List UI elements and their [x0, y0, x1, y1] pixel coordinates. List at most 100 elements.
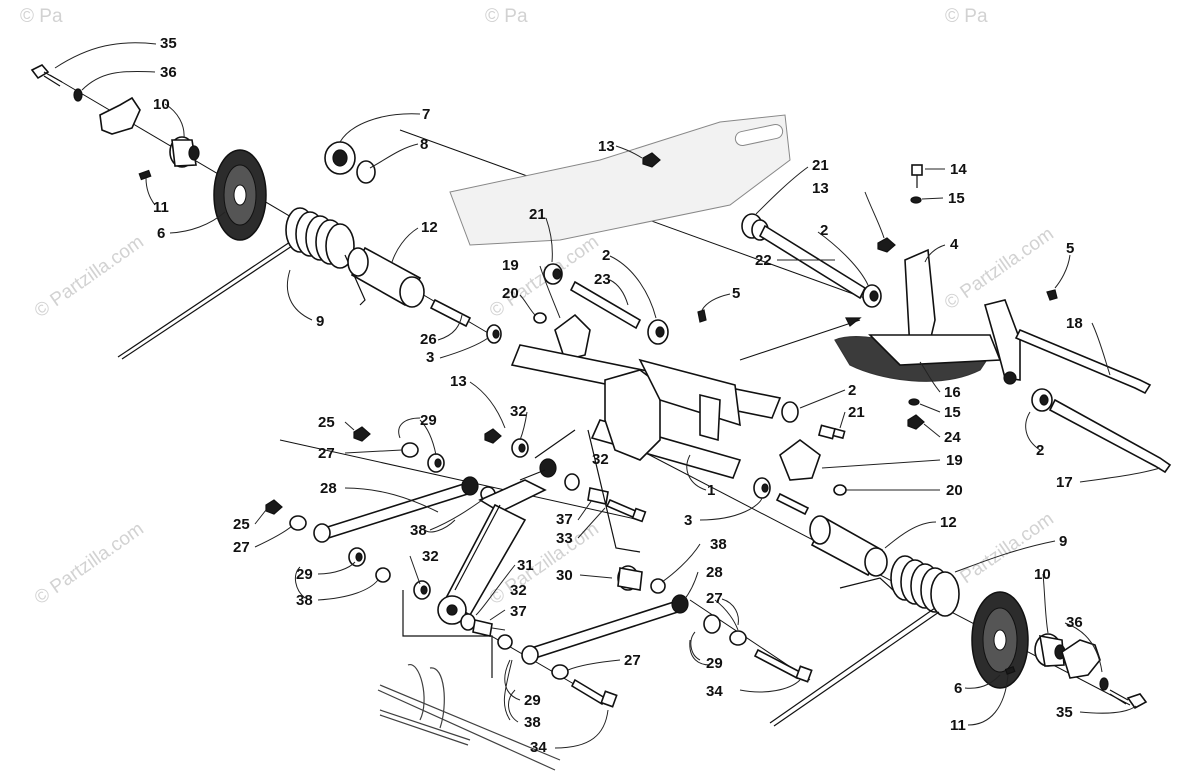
- washer-38-lower-left: [497, 634, 513, 650]
- nut-13-right: [877, 237, 896, 253]
- bushing-3-left: [486, 324, 502, 344]
- spacer-29-lower: [348, 547, 366, 567]
- callout-19-upper: 19: [502, 257, 519, 274]
- spacer-29-lower-right: [703, 614, 721, 634]
- callout-15-upper: 15: [948, 190, 965, 207]
- callout-21-right: 21: [812, 157, 829, 174]
- callout-11-right: 11: [950, 717, 966, 734]
- callout-38-lower: 38: [296, 592, 313, 609]
- snap-ring-8: [356, 160, 376, 184]
- leader-bracket-center: [534, 429, 641, 553]
- callout-16: 16: [944, 384, 961, 401]
- callout-bubbles: [294, 417, 739, 723]
- callout-2-right-upper: 2: [820, 222, 828, 239]
- bracket-plate: [99, 96, 141, 135]
- washer-27-lower: [289, 515, 307, 531]
- screw-11: [138, 169, 152, 181]
- watermark-left-lower: © Partzilla.com: [31, 518, 148, 609]
- watermark-layer: © Pa © Pa © Pa © Partzilla.com © Partzil…: [20, 6, 1058, 609]
- callout-10-right: 10: [1034, 566, 1051, 583]
- callout-6-top: 6: [157, 225, 165, 242]
- callout-23: 23: [594, 271, 611, 288]
- arm-frame-1: [604, 369, 661, 461]
- callout-25-upper: 25: [318, 414, 335, 431]
- watermark-corner-top-center: © Pa: [485, 6, 528, 27]
- callout-15-lower: 15: [944, 404, 961, 421]
- bracket-19-lower: [779, 439, 821, 481]
- spacer-10-right: [1034, 633, 1066, 667]
- callout-25-lower: 25: [233, 516, 250, 533]
- callout-37-upper: 37: [556, 511, 573, 528]
- callout-35-right: 35: [1056, 704, 1073, 721]
- callout-24: 24: [944, 429, 961, 446]
- callout-6-right: 6: [954, 680, 962, 697]
- callout-18: 18: [1066, 315, 1083, 332]
- callout-19-lower: 19: [946, 452, 963, 469]
- bolt-34-left: [570, 678, 618, 708]
- washer-36: [73, 88, 83, 102]
- bolt-17: [1048, 398, 1172, 474]
- callout-38-center: 38: [710, 536, 727, 553]
- callout-27-upper: 27: [318, 445, 335, 462]
- callout-37-lower: 37: [510, 603, 527, 620]
- bushing-3-right: [753, 477, 771, 499]
- callout-29-lower: 29: [296, 566, 313, 583]
- callout-36-right: 36: [1066, 614, 1083, 631]
- leader-lines: [54, 42, 1161, 749]
- screw-11-right: [1004, 665, 1016, 675]
- callout-10-top: 10: [153, 96, 170, 113]
- washer-36-right: [1099, 677, 1109, 691]
- watermark-right-upper: © Partzilla.com: [941, 223, 1058, 314]
- washer-27-right: [729, 630, 747, 646]
- callout-21-left: 21: [529, 206, 546, 223]
- lower-left-linkage: [265, 426, 813, 771]
- spacer-30: [617, 565, 643, 591]
- slide-bracket-4-16: [834, 248, 1021, 385]
- wheel-6: [213, 149, 267, 241]
- arrow-head-icon: [845, 317, 862, 327]
- callout-29-upper: 29: [420, 412, 437, 429]
- shock-absorber-31: [437, 458, 557, 625]
- grease-fitting-5-center: [697, 309, 707, 323]
- callout-12-right: 12: [940, 514, 957, 531]
- bolt-18: [1014, 328, 1152, 395]
- callout-7: 7: [422, 106, 430, 123]
- frame-sketch: [377, 664, 561, 771]
- washer-27-upper: [401, 442, 419, 458]
- callout-38-upper: 38: [410, 522, 427, 539]
- callout-13-top: 13: [598, 138, 615, 155]
- callout-22: 22: [755, 252, 772, 269]
- spacer-32-lower: [413, 580, 431, 600]
- washer-27-bottom: [551, 664, 569, 680]
- shaft-22: [758, 224, 867, 300]
- watermark-left-upper: © Partzilla.com: [31, 231, 148, 322]
- bearing-7: [324, 141, 356, 175]
- sleeve-12-right: [809, 515, 888, 577]
- spacer-32-mid: [564, 473, 580, 491]
- callout-32-shock: 32: [510, 582, 527, 599]
- nut-24: [907, 414, 925, 430]
- callout-9-left: 9: [316, 313, 324, 330]
- link-rod-28-upper: [313, 476, 479, 543]
- callout-20-upper: 20: [502, 285, 519, 302]
- callout-1: 1: [707, 482, 715, 499]
- nut-25-lower: [265, 499, 283, 515]
- callout-8: 8: [420, 136, 428, 153]
- spacer-37-lower: [472, 619, 493, 637]
- callout-9-right: 9: [1059, 533, 1067, 550]
- callout-29-bottom: 29: [524, 692, 541, 709]
- rail-segment: [449, 114, 791, 246]
- bolt-35: [30, 64, 63, 87]
- callout-33: 33: [556, 530, 573, 547]
- callout-35-top: 35: [160, 35, 177, 52]
- washer-38-lower: [375, 567, 391, 583]
- torsion-spring-right: [769, 555, 960, 727]
- lower-right-parts: [769, 515, 1148, 727]
- callout-34-left: 34: [530, 739, 547, 756]
- bracket-plate-right: [1061, 639, 1101, 679]
- callout-32-mid: 32: [592, 451, 609, 468]
- callout-5-right: 5: [1066, 240, 1074, 257]
- callout-20-lower: 20: [946, 482, 963, 499]
- upper-right-parts: [449, 114, 1172, 474]
- callout-2-upper: 2: [602, 247, 610, 264]
